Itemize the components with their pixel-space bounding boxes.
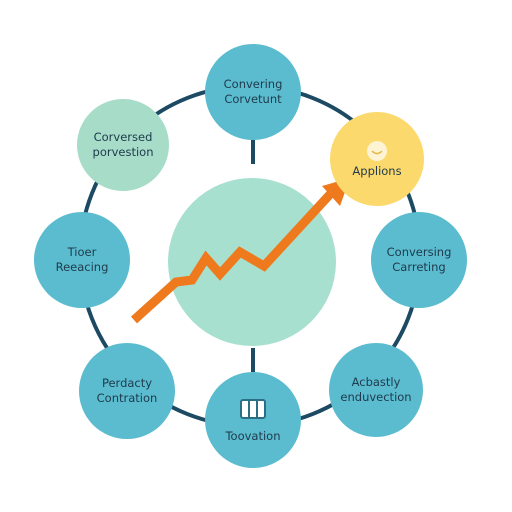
node-top-left-line2: porvestion [92,145,154,159]
smile-icon [367,140,387,161]
node-top-right-line1: Applions [352,163,402,178]
node-top-line2: Corvetunt [224,92,282,106]
node-top-right[interactable]: Applions [330,112,424,206]
node-top-left[interactable]: Corversed porvestion [77,99,169,191]
node-bottom-left[interactable]: Perdacty Contration [79,343,175,439]
node-top-left-line1: Corversed [93,130,153,144]
node-bottom-right[interactable]: Acbastly enduvection [329,343,423,437]
node-left[interactable]: Tioer Reeacing [34,212,130,308]
node-bottom-right-line1: Acbastly [351,375,401,389]
node-top-line1: Convering [223,77,283,91]
node-right-line2: Carreting [392,260,446,274]
node-bottom-left-line2: Contration [96,391,158,405]
node-right[interactable]: Conversing Carreting [371,212,467,308]
node-right-line1: Conversing [386,245,452,259]
node-bottom-line1: Toovation [225,428,281,443]
node-bottom-right-line2: enduvection [340,390,412,404]
node-bottom-left-line1: Perdacty [101,376,153,390]
node-bottom[interactable]: Toovation [205,372,301,468]
node-top[interactable]: Convering Corvetunt [205,44,301,140]
box-icon [240,398,266,419]
node-left-line2: Reeacing [55,260,109,274]
node-left-line1: Tioer [67,245,97,259]
